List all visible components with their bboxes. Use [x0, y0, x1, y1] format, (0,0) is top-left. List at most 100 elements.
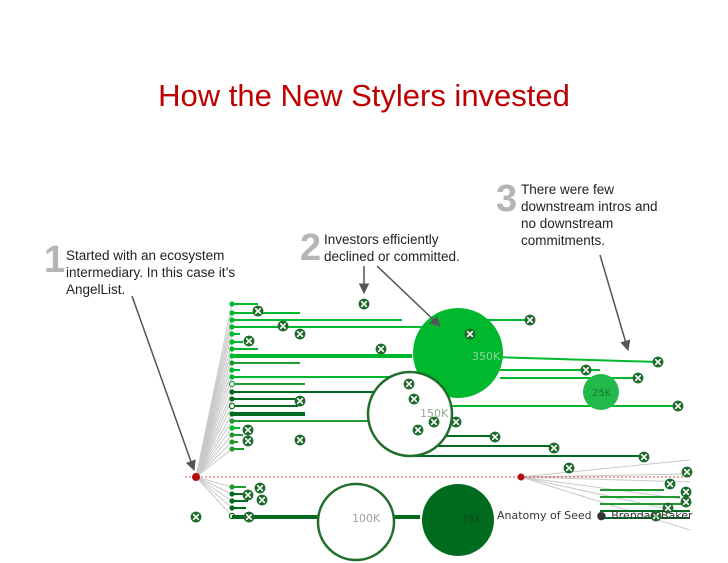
decline-mark-icon: [632, 372, 644, 384]
downstream-fan-line: [520, 476, 691, 515]
angellist-hub-node: [192, 473, 200, 481]
step-3-number: 3: [496, 178, 518, 220]
decline-mark-icon: [652, 356, 664, 368]
fan-line: [195, 476, 233, 495]
decline-mark-icon: [375, 343, 387, 355]
investor-node: [229, 439, 235, 445]
fan-line: [195, 398, 233, 478]
fan-line: [195, 434, 233, 478]
fan-line: [195, 383, 233, 478]
investor-node: [229, 418, 235, 424]
decline-mark-icon: [548, 442, 560, 454]
commitment-circle-right: [583, 374, 619, 410]
decline-mark-icon: [190, 511, 202, 523]
step-3-text: There were few downstream intros and no …: [521, 182, 658, 248]
decline-mark-icon: [403, 378, 415, 390]
fan-line: [195, 476, 233, 502]
step-3-arrow: [599, 254, 631, 352]
amount-label-small: 100K: [352, 512, 381, 525]
footer-credit: Anatomy of Seed ● Brendan Baker: [497, 509, 693, 522]
fan-line: [195, 476, 233, 509]
investor-node: [228, 402, 236, 410]
fan-line: [195, 476, 233, 517]
decline-markers: [190, 298, 693, 523]
decline-mark-icon: [294, 328, 306, 340]
investor-node: [229, 484, 235, 490]
amount-label-dark: 75K: [462, 514, 482, 525]
decline-mark-icon: [680, 486, 692, 498]
decline-mark-icon: [294, 395, 306, 407]
commitment-circle-small: [316, 482, 396, 562]
decline-mark-icon: [672, 400, 684, 412]
investor-node: [229, 317, 235, 323]
decline-mark-icon: [681, 466, 693, 478]
investor-node: [229, 339, 235, 345]
downstream-fan-line: [520, 459, 691, 478]
commitment-circle-large: [413, 308, 503, 398]
investor-node: [229, 389, 235, 395]
investor-node: [229, 432, 235, 438]
fan-line: [195, 405, 233, 478]
downstream-hub-node: [517, 473, 525, 481]
step-2-number: 2: [300, 227, 322, 269]
commitment-circle-dark: [422, 484, 494, 556]
decline-mark-icon: [680, 496, 692, 508]
page-title: How the New Stylers invested: [158, 78, 570, 113]
investor-node: [229, 367, 235, 373]
step-2-text: Investors efficiently declined or commit…: [324, 232, 460, 264]
decline-mark-icon: [242, 424, 254, 436]
decline-mark-icon: [580, 364, 592, 376]
decline-mark-icon: [638, 451, 650, 463]
investor-node: [229, 446, 235, 452]
investor-node: [229, 396, 235, 402]
fan-line: [195, 427, 233, 478]
downstream-fan-line: [520, 476, 691, 483]
decline-mark-icon: [563, 462, 575, 474]
decline-mark-icon: [450, 416, 462, 428]
decline-mark-icon: [242, 489, 254, 501]
step-2-arrow-diagonal: [376, 265, 441, 327]
investor-node: [229, 498, 235, 504]
commitment-circle-mid: [366, 370, 454, 458]
decline-mark-icon: [252, 305, 264, 317]
decline-mark-icon: [256, 494, 268, 506]
decline-mark-icon: [294, 434, 306, 446]
footer-author: Brendan Baker: [611, 509, 693, 522]
decline-mark-icon: [662, 502, 674, 514]
ecosystem-fan-lines: [195, 303, 691, 531]
decline-mark-icon: [358, 298, 370, 310]
investor-node: [229, 301, 235, 307]
decline-mark-icon: [650, 510, 662, 522]
investor-node: [229, 374, 235, 380]
fan-line: [195, 413, 233, 478]
decline-mark-icon: [277, 320, 289, 332]
investor-node: [229, 310, 235, 316]
decline-mark-icon: [243, 335, 255, 347]
investor-node: [229, 360, 235, 366]
investor-node: [229, 491, 235, 497]
decline-mark-icon: [428, 416, 440, 428]
decline-mark-icon: [489, 431, 501, 443]
fan-line: [195, 476, 233, 488]
amount-label-large: 350K: [472, 350, 501, 363]
fan-line: [195, 448, 233, 478]
decline-mark-icon: [408, 393, 420, 405]
footer-deck-name: Anatomy of Seed: [497, 509, 592, 522]
step-1-arrow: [131, 295, 196, 471]
investor-node: [229, 331, 235, 337]
decline-mark-icon: [524, 314, 536, 326]
decline-mark-icon: [664, 478, 676, 490]
amount-label-mid: 150K: [420, 407, 449, 420]
footer-separator: ●: [596, 509, 607, 522]
investor-node: [229, 425, 235, 431]
fan-line: [195, 441, 233, 478]
investor-node: [228, 380, 236, 388]
fan-line: [195, 420, 233, 478]
decline-mark-icon: [243, 511, 255, 523]
step-1-text: Started with an ecosystem intermediary. …: [66, 248, 236, 297]
commitment-circles: 350K 150K 100K 25K 75K: [316, 308, 619, 562]
investor-node: [229, 505, 235, 511]
investor-node: [229, 324, 235, 330]
decline-mark-icon: [464, 328, 476, 340]
